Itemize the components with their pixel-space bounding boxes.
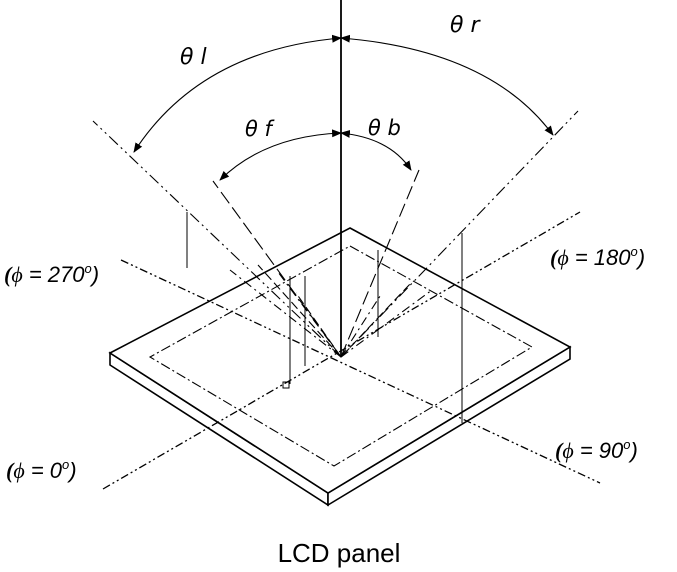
projection-lines: [186, 212, 463, 423]
arc-theta-b: [340, 129, 412, 171]
label-phi-90: (ϕ = 90o): [555, 437, 638, 463]
ray-fan-3: [277, 271, 342, 358]
ray-left-long: [92, 120, 342, 358]
label-phi-180: (ϕ = 180o): [550, 244, 645, 270]
lcd-panel: [108, 227, 572, 507]
ray-fan-2: [257, 264, 342, 358]
ray-front: [212, 180, 342, 358]
viewing-rays: [92, 110, 579, 358]
label-theta-l: θ l: [180, 45, 207, 70]
label-phi-0: (ϕ = 0o): [6, 457, 77, 483]
label-theta-b: θ b: [368, 116, 401, 140]
ray-fan-4: [295, 292, 342, 358]
panel-top: [108, 227, 572, 494]
label-theta-r: θ r: [450, 13, 481, 38]
label-phi-270: (ϕ = 270o): [4, 261, 99, 287]
panel-active-area: [148, 245, 534, 467]
axis-270-90: [120, 259, 601, 484]
arc-theta-r: [340, 34, 554, 136]
ray-fan-1: [229, 269, 342, 358]
angle-arcs: [133, 34, 554, 181]
label-theta-f: θ f: [245, 117, 276, 141]
ray-fan-6: [340, 283, 411, 358]
arc-theta-l: [133, 34, 342, 153]
caption: LCD panel: [278, 538, 401, 568]
ray-back: [340, 169, 420, 358]
ray-fan-5: [340, 292, 383, 358]
arc-theta-f: [219, 129, 342, 181]
